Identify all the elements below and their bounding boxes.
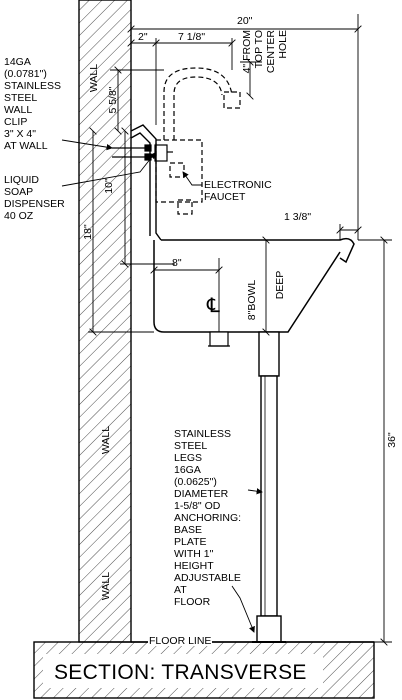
legs-label-line: DIAMETER (174, 488, 229, 500)
faucet-label: ELECTRONIC FAUCET (204, 179, 272, 203)
dim-rim-height: 36" (386, 432, 398, 448)
soap-label-line: 40 OZ (4, 210, 34, 222)
clip-label-line: CLIP (4, 116, 27, 128)
legs-label-line: 1-5/8" OD (174, 500, 221, 512)
legs-label-line: BASE (174, 524, 202, 536)
top-note-line: TOP TO (253, 30, 265, 68)
dim-backsplash-height: 18" (82, 224, 94, 240)
top-note: 4" FROM TOP TO CENTER HOLE (241, 30, 289, 74)
wall-clip (130, 124, 162, 241)
legs-label-line: (0.0625") (174, 476, 217, 488)
dimension-texts: 20" 2" 7 1/8" 5 5/8" 10" 18" 8" 1 3/8" 3… (82, 15, 398, 448)
electronic-faucet (155, 67, 241, 215)
soap-label-line: DISPENSER (4, 198, 65, 210)
bowl-label-line: DEEP (274, 271, 286, 300)
clip-label-line: WALL (4, 104, 32, 116)
legs-label-line: HEIGHT (174, 560, 214, 572)
floor-label-bg (148, 634, 212, 646)
clip-label-line: STAINLESS (4, 80, 61, 92)
soap-label-line: LIQUID (4, 174, 39, 186)
faucet-label-line: FAUCET (204, 191, 246, 203)
clip-label-line: AT WALL (4, 140, 48, 152)
faucet-label-line: ELECTRONIC (204, 179, 272, 191)
clip-label-line: 3" X 4" (4, 128, 36, 140)
wall-label-group: WALL WALL WALL (88, 64, 112, 600)
bowl-label-line: 8"BOWL (246, 280, 258, 321)
clip-label-line: STEEL (4, 92, 37, 104)
legs-label-line: WITH 1" (174, 548, 214, 560)
dim-wall-offset: 2" (138, 31, 148, 43)
top-note-line: CENTER (265, 30, 277, 74)
dim-clip-height: 5 5/8" (107, 86, 119, 113)
section-title: SECTION: TRANSVERSE (54, 661, 307, 684)
soap-label-line: SOAP (4, 186, 33, 198)
clip-label-line: (0.0781") (4, 68, 47, 80)
legs-label-line: FLOOR (174, 596, 211, 608)
wall-label: WALL (100, 572, 112, 600)
drain (208, 331, 230, 347)
legs-label-line: PLATE (174, 536, 206, 548)
floor-line-label: FLOOR LINE (149, 635, 211, 647)
legs-label-line: ADJUSTABLE (174, 572, 241, 584)
clip-label: 14GA (0.0781") STAINLESS STEEL WALL CLIP… (4, 56, 61, 152)
legs-label-line: AT (174, 584, 187, 596)
legs-label-line: 16GA (174, 464, 201, 476)
bowl-label: 8"BOWL DEEP (246, 271, 286, 321)
anchor-bolts (112, 144, 152, 161)
wall-label: WALL (88, 64, 100, 92)
legs-label-line: STEEL (174, 440, 207, 452)
dim-dispenser-height: 10" (103, 178, 115, 194)
legs-label: STAINLESS STEEL LEGS 16GA (0.0625") DIAM… (174, 428, 241, 608)
dim-overall-depth: 20" (237, 15, 253, 27)
stainless-leg (252, 331, 286, 643)
dimension-lines (88, 14, 392, 642)
soap-dispenser (154, 144, 173, 162)
clip-label-line: 14GA (4, 56, 31, 68)
wall (78, 0, 132, 643)
legs-label-line: ANCHORING: (174, 512, 241, 524)
leader-lines (61, 139, 263, 633)
top-note-line: HOLE (277, 30, 289, 59)
soap-label: LIQUID SOAP DISPENSER 40 OZ (4, 174, 65, 222)
dim-spout-reach: 7 1/8" (178, 31, 205, 43)
drain-centerline-symbol: ℄ (206, 295, 220, 317)
legs-label-line: LEGS (174, 452, 202, 464)
top-note-line: 4" FROM (241, 30, 253, 73)
wall-label: WALL (100, 426, 112, 454)
dim-drain-offset: 8" (172, 257, 182, 269)
legs-label-line: STAINLESS (174, 428, 231, 440)
dim-rim-return: 1 3/8" (284, 211, 311, 223)
